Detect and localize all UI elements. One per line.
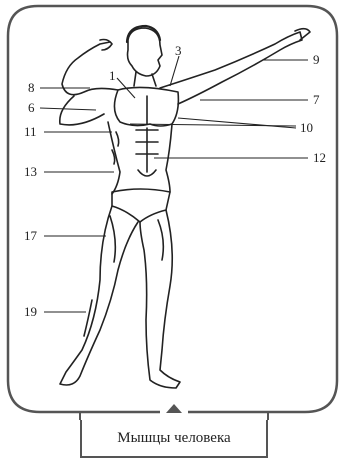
leader-6 (40, 108, 96, 110)
leader-10b (178, 118, 296, 128)
human-figure (60, 26, 310, 388)
label-10: 10 (300, 120, 313, 135)
flexed-hand (100, 40, 112, 51)
label-17: 17 (24, 228, 38, 243)
trunks (112, 189, 170, 222)
right-leg (140, 210, 180, 388)
neck (134, 72, 156, 86)
leader-lines (40, 56, 308, 312)
diagram-frame (8, 6, 337, 412)
thigh-detail (84, 216, 163, 336)
label-19: 19 (24, 304, 37, 319)
label-1: 1 (109, 68, 116, 83)
left-leg (60, 206, 138, 385)
flexed-forearm (60, 96, 104, 125)
label-9: 9 (313, 52, 320, 67)
label-6: 6 (28, 100, 35, 115)
raised-hand (295, 29, 310, 40)
abs (136, 128, 158, 176)
label-13: 13 (24, 164, 37, 179)
caption-box: Мышцы человека (80, 420, 268, 458)
label-3: 3 (175, 43, 182, 58)
label-7: 7 (313, 92, 320, 107)
label-11: 11 (24, 124, 37, 139)
label-12: 12 (313, 150, 326, 165)
label-8: 8 (28, 80, 35, 95)
head (128, 28, 163, 76)
side-detail (112, 132, 119, 164)
caption-arrow-icon (166, 404, 182, 413)
diagram-caption: Мышцы человека (117, 430, 230, 447)
